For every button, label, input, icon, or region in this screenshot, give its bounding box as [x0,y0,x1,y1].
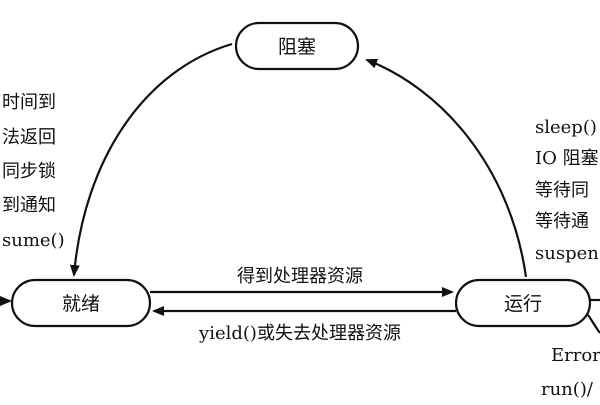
right-note-3: 等待同 [535,180,589,201]
line-running-bottom-right [587,314,600,334]
node-ready: 就绪 [10,278,152,328]
node-running-label: 运行 [504,293,542,315]
right-note-5: suspen [535,243,599,264]
left-note-4: 到通知 [2,195,56,216]
right-note-group: sleep() IO 阻塞 等待同 等待通 suspen [535,117,599,264]
arrow-blocked-to-ready [69,42,233,277]
left-note-group: 时间到 法返回 同步锁 到通知 sume() [2,92,65,251]
bottom-right-note-group: Error run()/ [541,345,600,400]
left-note-5: sume() [2,230,65,251]
bottom-right-note-2: run()/ [541,379,594,400]
left-note-1: 时间到 [2,92,56,113]
right-note-1: sleep() [535,117,597,138]
arrow-running-to-blocked [365,58,528,278]
node-ready-label: 就绪 [62,293,100,315]
node-blocked: 阻塞 [234,21,360,71]
node-blocked-label: 阻塞 [278,36,316,58]
edge-label-running-to-ready: yield()或失去处理器资源 [198,323,401,344]
node-running: 运行 [454,278,592,328]
left-note-2: 法返回 [2,127,56,148]
bottom-right-note-1: Error [551,345,600,366]
edge-label-ready-to-running: 得到处理器资源 [237,266,363,287]
right-note-4: 等待通 [535,211,589,232]
left-note-3: 同步锁 [2,161,56,182]
right-note-2: IO 阻塞 [535,148,599,169]
